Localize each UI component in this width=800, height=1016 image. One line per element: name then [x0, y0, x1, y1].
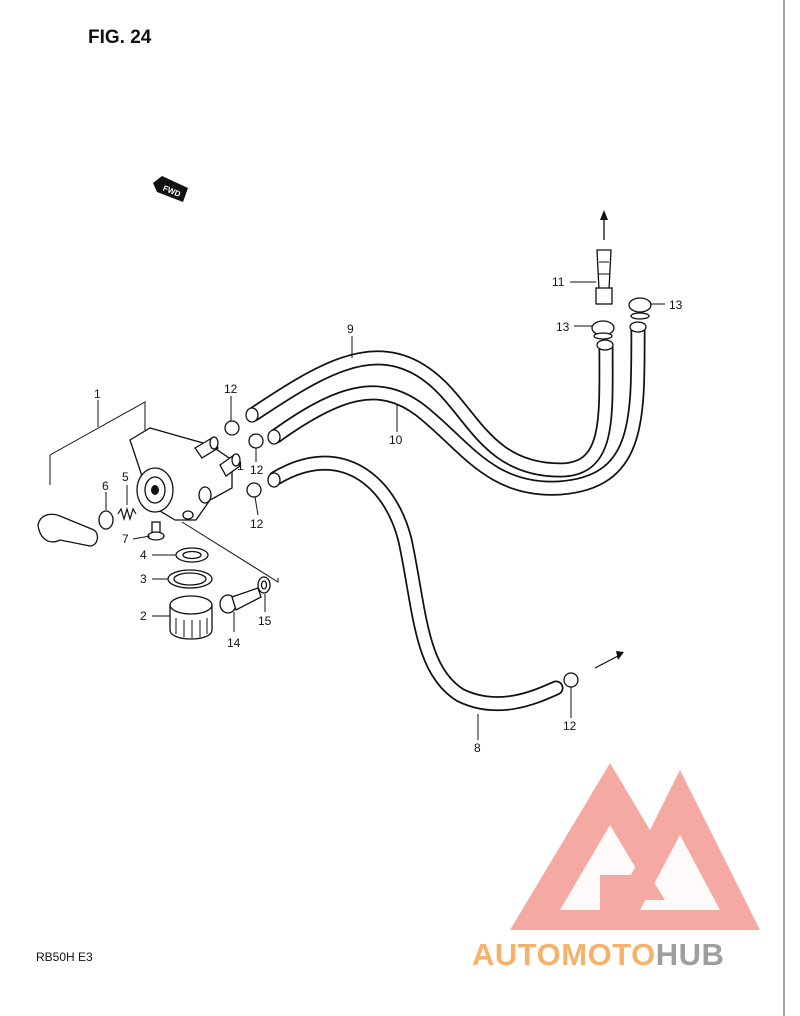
callout-12a: 12	[224, 382, 238, 396]
hose-end	[629, 321, 647, 333]
brand-wordmark: AUTOMOTOHUB	[472, 937, 724, 972]
o-ring-3	[167, 569, 213, 589]
lever-6	[37, 510, 114, 547]
hose-end	[267, 429, 281, 445]
cup-2	[169, 595, 213, 640]
callout-7: 7	[122, 532, 129, 546]
leader-12c	[254, 496, 259, 516]
callout-9: 9	[347, 322, 354, 336]
brand-gray-text: HUB	[656, 937, 725, 972]
callout-15: 15	[258, 614, 272, 628]
callout-12d: 12	[563, 719, 577, 733]
forward-arrow-icon: FWD	[153, 176, 188, 202]
leader-1c	[181, 521, 279, 583]
callout-2: 2	[140, 609, 147, 623]
callout-1-alt: 1	[237, 459, 244, 473]
hose-end	[267, 472, 281, 488]
callout-13a: 13	[669, 298, 683, 312]
callout-6: 6	[102, 479, 109, 493]
spring-5	[117, 506, 137, 522]
leader-7	[132, 535, 151, 540]
hose-end	[245, 407, 259, 423]
callout-10: 10	[389, 433, 403, 447]
brand-logo	[510, 763, 760, 930]
clip-12	[224, 420, 240, 436]
callout-11: 11	[552, 275, 565, 289]
clip-12	[563, 672, 579, 688]
brand-orange-text: AUTOMOTO	[472, 937, 656, 972]
callout-3: 3	[140, 572, 147, 586]
callout-5: 5	[122, 470, 129, 484]
leader-1	[49, 401, 146, 485]
callout-12b: 12	[250, 463, 264, 477]
bolt-14	[219, 587, 262, 614]
clip-12	[246, 482, 262, 498]
hose-end	[596, 339, 614, 351]
flow-arrow-icon	[594, 651, 624, 669]
fuel-cock-assembly	[129, 427, 241, 521]
model-label: RB50H E3	[36, 950, 93, 964]
figure-title: FIG. 24	[88, 27, 152, 48]
callout-13b: 13	[556, 320, 570, 334]
screw-7	[147, 521, 165, 541]
hose-8	[268, 455, 564, 712]
filter-11	[595, 210, 613, 305]
washer-15	[257, 576, 271, 594]
clamp-13	[628, 297, 652, 320]
clamp-13	[591, 320, 615, 340]
callout-4: 4	[140, 548, 147, 562]
hose-10	[268, 322, 646, 496]
hose-9	[246, 339, 614, 478]
callout-12c: 12	[250, 517, 264, 531]
callout-14: 14	[227, 636, 241, 650]
callout-1: 1	[94, 387, 101, 401]
clip-12	[248, 433, 264, 449]
gasket-4	[175, 547, 209, 563]
callout-8: 8	[474, 741, 481, 755]
